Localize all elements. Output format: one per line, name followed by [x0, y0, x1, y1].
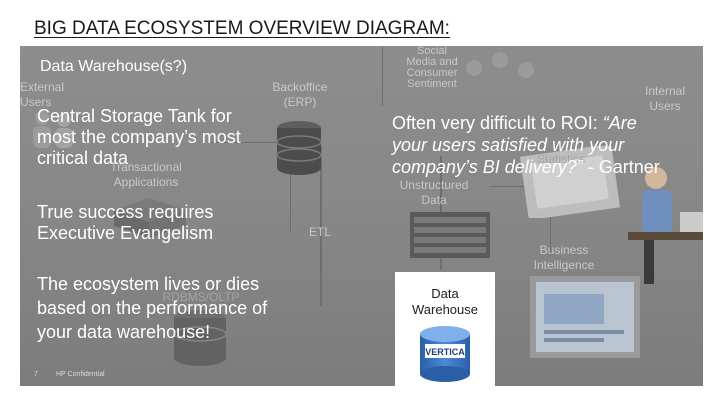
- label-transactional: Transactional Applications: [110, 160, 182, 189]
- label-internal-users: Internal Users: [644, 84, 686, 113]
- connector-line: [550, 186, 551, 256]
- transactional-box-icon: [114, 198, 186, 238]
- data-warehouse-box: Data Warehouse VERTICA: [395, 272, 495, 386]
- vertica-database-icon: VERTICA: [420, 326, 470, 382]
- label-external-users: External Users: [20, 80, 65, 109]
- central-storage-text: Central Storage Tank for most the compan…: [37, 106, 241, 168]
- ecosystem-text: The ecosystem lives or dies based on the…: [37, 274, 268, 342]
- rdbms-database-icon: [173, 310, 227, 366]
- label-rdbms-oltp: RDBMS/OLTP: [162, 290, 240, 304]
- backoffice-database-icon: [276, 121, 322, 175]
- data-warehouse-question: Data Warehouse(s?): [40, 58, 188, 75]
- people-icon: [33, 111, 73, 148]
- person-at-desk-icon: [628, 167, 706, 284]
- dashboard-map-icon: [530, 276, 640, 358]
- connector-line: [320, 146, 322, 306]
- connector-line: [490, 186, 550, 187]
- social-network-icon: [466, 52, 534, 78]
- gartner-quote-block: Often very difficult to ROI: “Are your u…: [392, 112, 660, 178]
- server-rack-icon: [410, 212, 490, 258]
- gartner-attribution: - Gartner: [582, 157, 660, 177]
- gartner-lead: Often very difficult to ROI:: [392, 113, 603, 133]
- connector-line: [382, 46, 383, 106]
- label-unstructured: Unstructured Data: [399, 178, 469, 207]
- gartner-quote: “Are your users satisfied with your comp…: [392, 113, 637, 177]
- label-social: Social Media and Consumer Sentiment: [406, 46, 458, 90]
- statistics-chart-icon: [520, 146, 620, 218]
- data-warehouse-label: Data Warehouse: [412, 286, 478, 317]
- diagram-panel: External Users Backoffice (ERP) Transact…: [20, 46, 712, 386]
- confidential-notice: HP Confidential: [56, 371, 105, 378]
- slide-title: BIG DATA ECOSYSTEM OVERVIEW DIAGRAM:: [34, 18, 450, 39]
- connector-line: [210, 142, 290, 143]
- page-number: 7: [34, 371, 38, 378]
- connector-line: [290, 142, 291, 232]
- true-success-text: True success requires Executive Evangeli…: [37, 202, 214, 243]
- label-etl: ETL: [308, 225, 331, 239]
- vertica-logo-text: VERTICA: [425, 347, 465, 357]
- label-statistics: Statistics: [536, 152, 585, 166]
- label-backoffice: Backoffice (ERP): [272, 80, 328, 109]
- panel-right-edge: [703, 46, 712, 386]
- label-business-intelligence: Business Intelligence: [533, 243, 595, 272]
